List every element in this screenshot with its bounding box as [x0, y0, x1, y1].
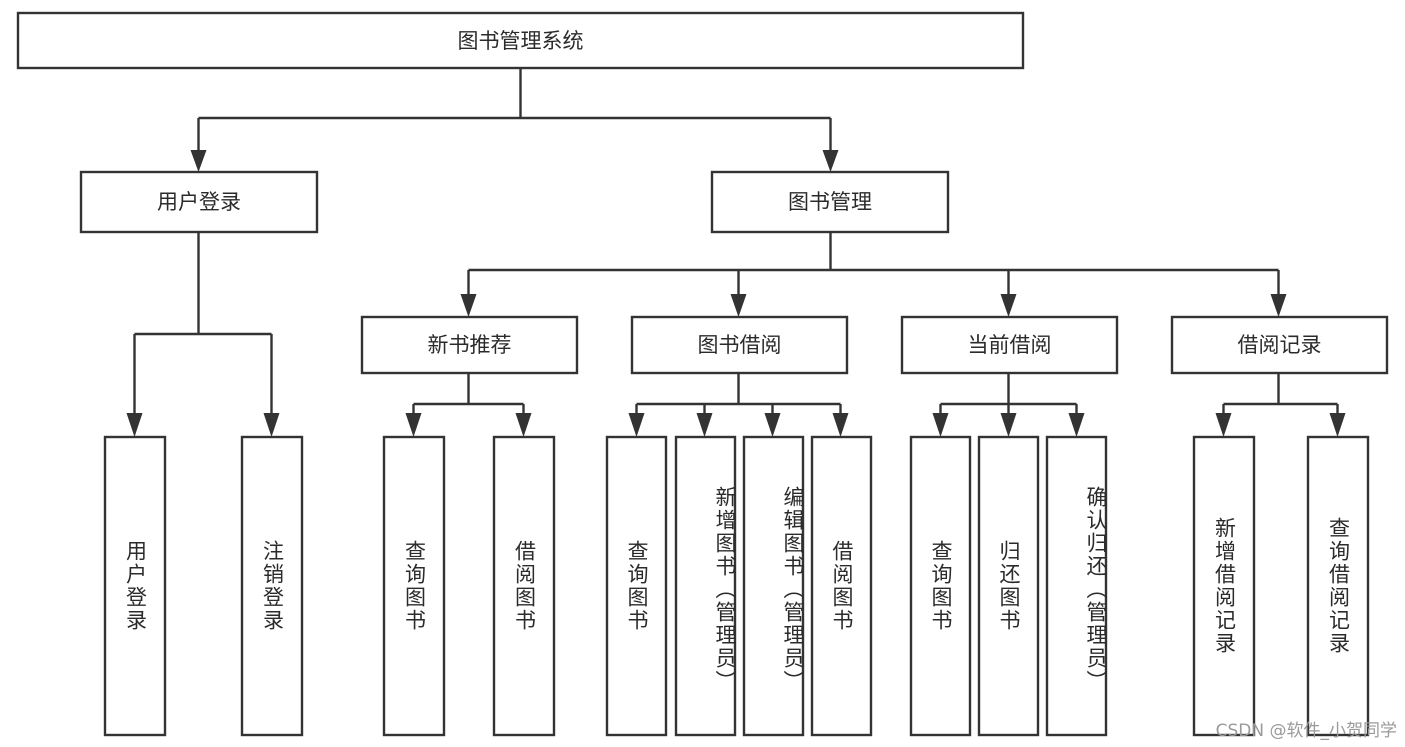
- arrow-bookborrow-leaf-2: [696, 413, 713, 437]
- leaf-box-borrow-book-2[interactable]: [810, 435, 873, 737]
- node-new-book-rec-label: 新书推荐: [428, 333, 512, 357]
- leaf-box-add-book[interactable]: [674, 435, 737, 737]
- leaf-box-query-book-3[interactable]: [909, 435, 972, 737]
- arrow-newbook-leaf-1: [405, 413, 422, 437]
- leaf-box-return-book[interactable]: [977, 435, 1040, 737]
- arrow-bookmanage-child-4: [1270, 294, 1287, 317]
- arrow-bookmanage-child-1: [460, 294, 477, 317]
- leaf-boxes: [103, 435, 1370, 737]
- arrow-currentborrow-leaf-3: [1068, 413, 1085, 437]
- arrow-bookborrow-leaf-3: [764, 413, 781, 437]
- node-current-borrow-box[interactable]: [900, 315, 1119, 375]
- node-book-manage[interactable]: 图书管理: [710, 170, 950, 234]
- arrow-root-to-book-manage: [822, 150, 839, 172]
- node-root[interactable]: 图书管理系统: [16, 11, 1025, 70]
- node-user-login[interactable]: 用户登录: [79, 170, 319, 234]
- node-borrow-record-label: 借阅记录: [1238, 333, 1322, 357]
- watermark-text: CSDN @软件_小贺同学: [1215, 721, 1397, 741]
- leaf-box-query-book-1[interactable]: [382, 435, 446, 737]
- node-book-borrow[interactable]: 图书借阅: [630, 315, 849, 375]
- arrow-borrowrecord-leaf-2: [1329, 413, 1346, 437]
- leaf-box-query-book-2[interactable]: [605, 435, 668, 737]
- node-root-label: 图书管理系统: [458, 29, 584, 53]
- node-root-box[interactable]: [16, 11, 1025, 70]
- leaf-box-edit-book[interactable]: [742, 435, 805, 737]
- node-current-borrow[interactable]: 当前借阅: [900, 315, 1119, 375]
- node-book-borrow-label: 图书借阅: [698, 333, 782, 357]
- leaf-box-borrow-book-1[interactable]: [492, 435, 556, 737]
- arrow-currentborrow-leaf-1: [932, 413, 949, 437]
- node-borrow-record-box[interactable]: [1170, 315, 1389, 375]
- node-book-borrow-box[interactable]: [630, 315, 849, 375]
- node-new-book-rec-box[interactable]: [360, 315, 579, 375]
- arrow-bookmanage-child-2: [730, 294, 747, 317]
- arrow-bookborrow-leaf-1: [628, 413, 645, 437]
- leaf-box-user-login[interactable]: [103, 435, 167, 737]
- node-new-book-rec[interactable]: 新书推荐: [360, 315, 579, 375]
- leaf-box-confirm-return[interactable]: [1045, 435, 1108, 737]
- leaf-box-logout[interactable]: [240, 435, 304, 737]
- connectors: [126, 68, 1346, 437]
- arrow-root-to-user-login: [190, 150, 207, 172]
- node-borrow-record[interactable]: 借阅记录: [1170, 315, 1389, 375]
- leaf-box-query-record[interactable]: [1306, 435, 1370, 737]
- arrow-currentborrow-leaf-2: [1000, 413, 1017, 437]
- arrow-bookmanage-child-3: [1000, 294, 1017, 317]
- node-book-manage-box[interactable]: [710, 170, 950, 234]
- node-book-manage-label: 图书管理: [788, 190, 872, 214]
- arrow-newbook-leaf-2: [515, 413, 532, 437]
- arrow-bookborrow-leaf-4: [832, 413, 849, 437]
- leaf-box-add-record[interactable]: [1192, 435, 1256, 737]
- arrow-userlogin-leaf-2: [263, 413, 280, 437]
- node-user-login-label: 用户登录: [157, 190, 241, 214]
- arrow-borrowrecord-leaf-1: [1215, 413, 1232, 437]
- node-user-login-box[interactable]: [79, 170, 319, 234]
- arrow-userlogin-leaf-1: [126, 413, 143, 437]
- node-current-borrow-label: 当前借阅: [968, 333, 1052, 357]
